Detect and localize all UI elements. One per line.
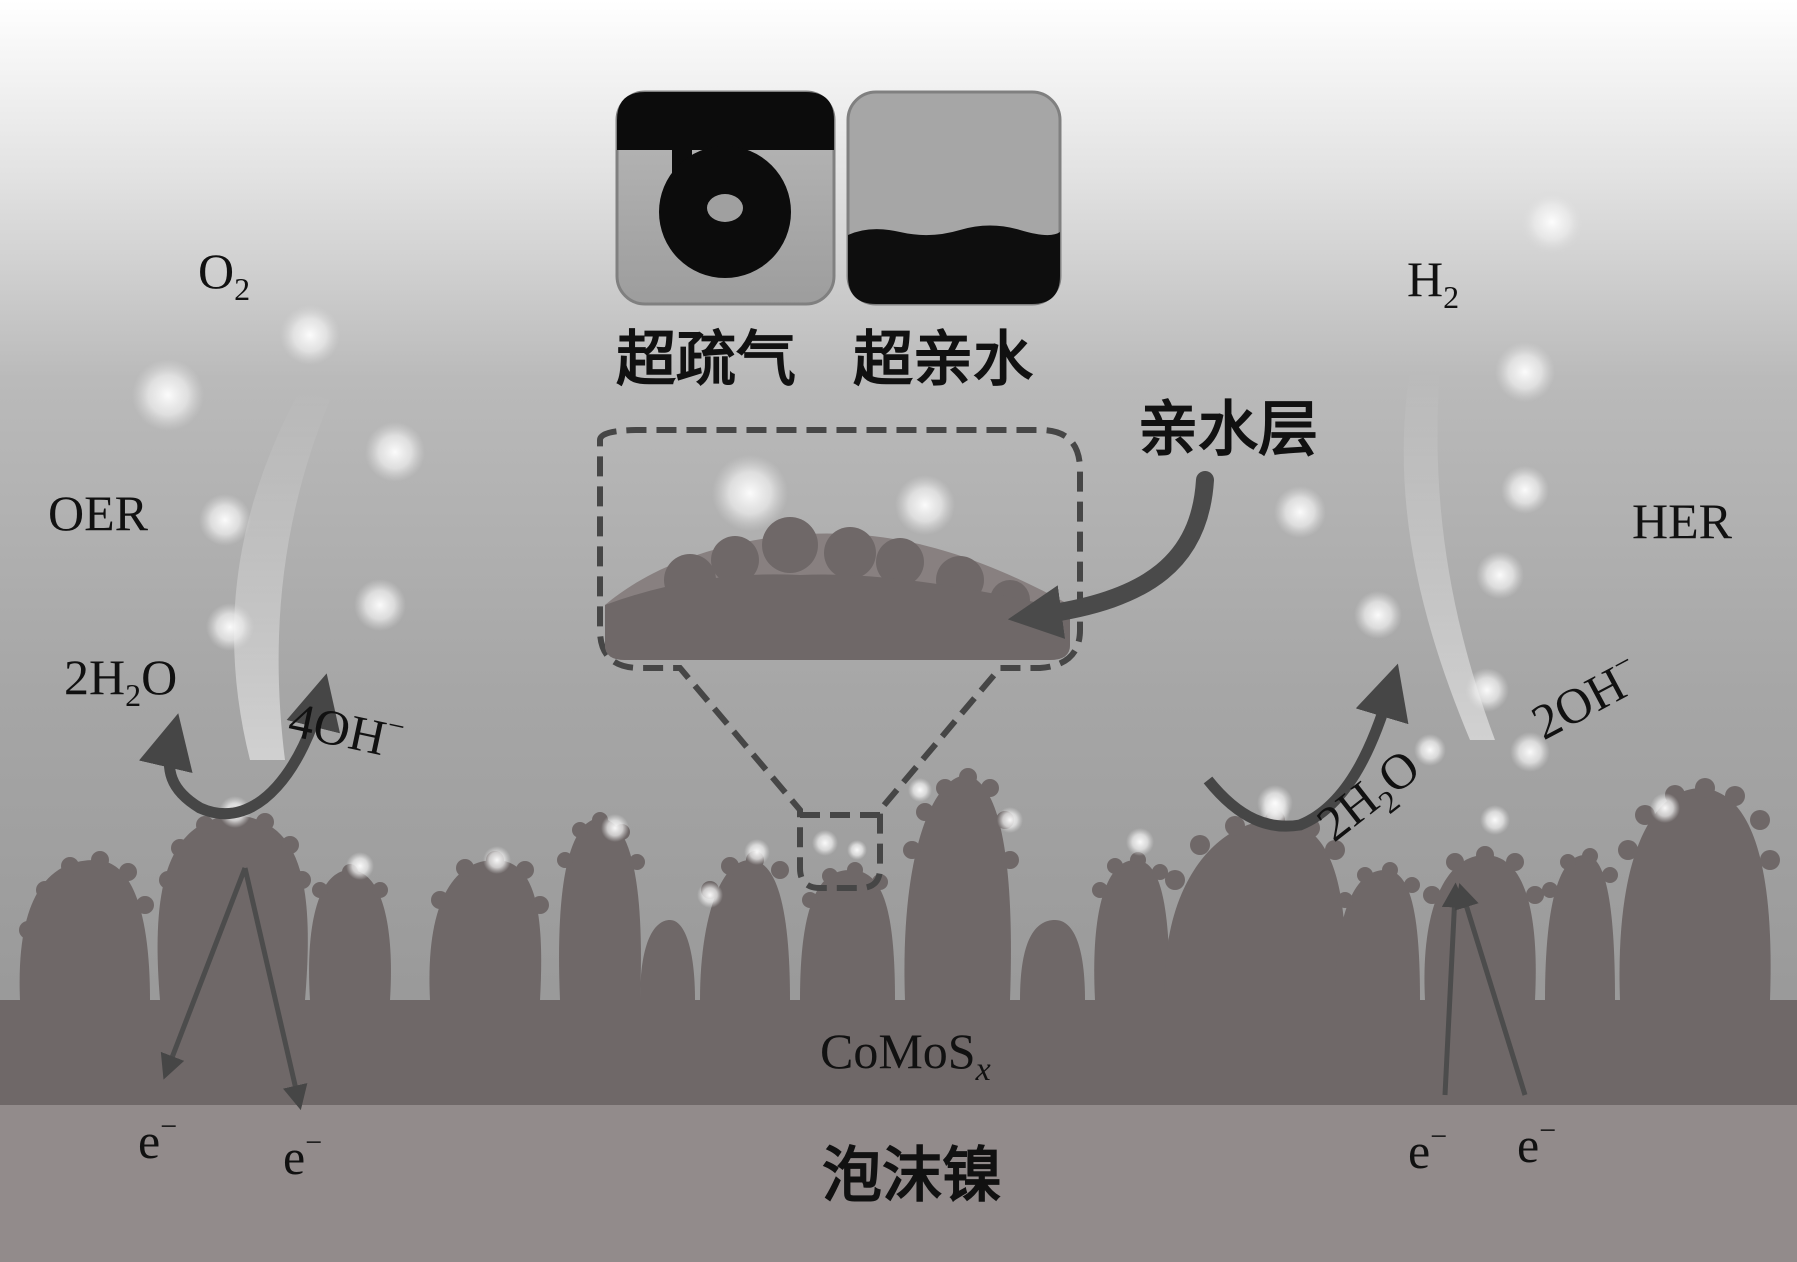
her-reaction-curve xyxy=(1203,663,1409,832)
h2-bubbles xyxy=(1257,190,1584,821)
o2-label: O2 xyxy=(198,243,251,307)
magnified-inset xyxy=(597,427,1083,891)
her-rising-swoosh xyxy=(1403,370,1495,740)
comosx-label: CoMoSx xyxy=(820,1023,991,1088)
oer-reactant-label: 2H2O xyxy=(64,649,178,713)
electron-arrows xyxy=(160,867,1528,1111)
oer-rising-swoosh xyxy=(234,390,330,760)
h2-label: H2 xyxy=(1407,251,1460,315)
electron-label-1: e− xyxy=(138,1110,178,1169)
superaerophobic-tile xyxy=(615,90,836,306)
o2-bubbles xyxy=(132,305,425,651)
nickel-foam-substrate xyxy=(0,1105,1797,1262)
superhydrophilic-tile xyxy=(846,90,1062,306)
electron-label-3: e− xyxy=(1408,1120,1448,1179)
hydrophilic-layer-label: 亲水层 xyxy=(1138,395,1318,465)
catalyst-pillars xyxy=(19,775,1771,1000)
electron-label-4: e− xyxy=(1517,1114,1557,1173)
oer-reaction-curve xyxy=(138,673,340,820)
oer-label: OER xyxy=(48,485,148,541)
her-label: HER xyxy=(1632,493,1732,549)
hydrophilic-layer-arrow xyxy=(1007,471,1214,639)
superaerophobic-label: 超疏气 xyxy=(616,325,796,395)
nickel-foam-label: 泡沫镍 xyxy=(822,1141,1002,1211)
superhydrophilic-label: 超亲水 xyxy=(853,325,1033,395)
electron-label-2: e− xyxy=(283,1126,323,1185)
